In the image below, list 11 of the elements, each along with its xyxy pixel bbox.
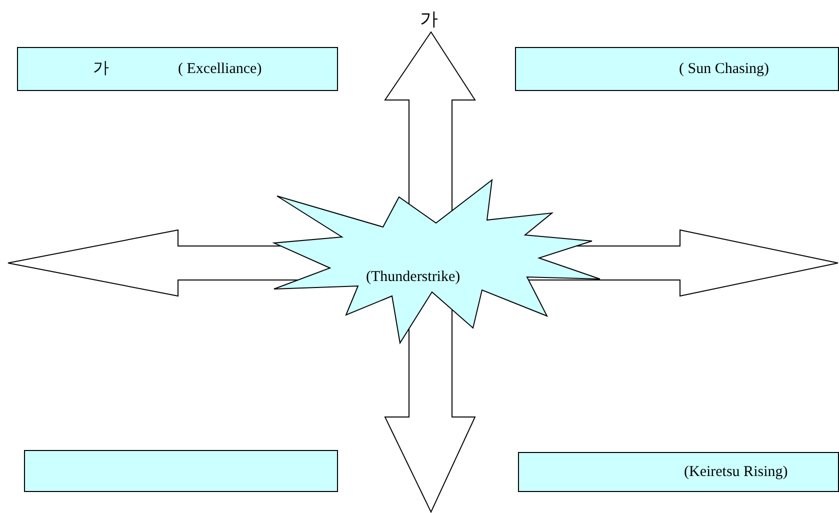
box-label: (Keiretsu Rising) [684,463,788,481]
text-box [515,47,839,91]
text-box [518,452,839,492]
box-label: ( Excelliance) [178,60,262,78]
box-label: 가 [93,59,109,77]
heading-label: 가 [420,11,438,29]
starburst [270,178,602,345]
burst-label: (Thunderstrike) [366,268,460,286]
box-label: ( Sun Chasing) [679,60,769,78]
text-box [24,450,338,492]
text-box [17,47,338,91]
